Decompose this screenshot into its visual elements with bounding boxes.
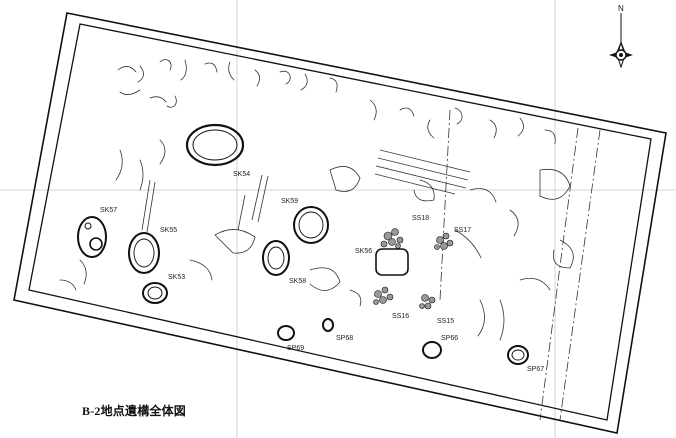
posthole-sp68 xyxy=(322,318,334,332)
north-arrow-icon: N xyxy=(609,4,633,69)
stone-clusters xyxy=(373,228,454,310)
north-label: N xyxy=(618,4,624,13)
pit-features xyxy=(77,123,529,365)
label-sk56: SK56 xyxy=(355,248,372,255)
label-sk59: SK59 xyxy=(281,198,298,205)
label-sp69: SP69 xyxy=(287,345,304,352)
posthole-sp66 xyxy=(422,341,442,359)
pit-sk53 xyxy=(142,282,168,304)
pit-sk59 xyxy=(293,206,329,244)
label-sk57: SK57 xyxy=(100,207,117,214)
pit-sk56 xyxy=(375,248,409,276)
irregular-features xyxy=(59,59,574,341)
label-sk58: SK58 xyxy=(289,278,306,285)
posthole-sp69 xyxy=(277,325,295,341)
pit-sk55 xyxy=(128,232,160,274)
label-sk54: SK54 xyxy=(233,171,250,178)
pit-sk54 xyxy=(185,123,245,167)
figure-caption: B-2地点遺構全体図 xyxy=(82,404,187,418)
excavation-area xyxy=(13,12,667,434)
boundary-lines xyxy=(439,109,601,421)
ditch-lines xyxy=(141,149,471,233)
label-sp67: SP67 xyxy=(527,366,544,373)
feature-labels: SK54 SK57 SK55 SK59 SK56 SK53 SK58 SS18 … xyxy=(100,171,544,373)
label-sp68: SP68 xyxy=(336,335,353,342)
label-sk53: SK53 xyxy=(168,274,185,281)
label-ss16: SS16 xyxy=(392,313,409,320)
pit-sk58 xyxy=(262,240,290,276)
label-ss15: SS15 xyxy=(437,318,454,325)
stones-ss18 xyxy=(380,228,404,249)
stones-ss15 xyxy=(419,294,436,310)
posthole-sp67 xyxy=(507,345,529,365)
pit-sk57 xyxy=(77,216,107,258)
label-ss18: SS18 xyxy=(412,215,429,222)
label-sp66: SP66 xyxy=(441,335,458,342)
stones-ss17 xyxy=(434,232,454,250)
label-sk55: SK55 xyxy=(160,227,177,234)
label-ss17: SS17 xyxy=(454,227,471,234)
stones-ss16 xyxy=(373,286,394,305)
